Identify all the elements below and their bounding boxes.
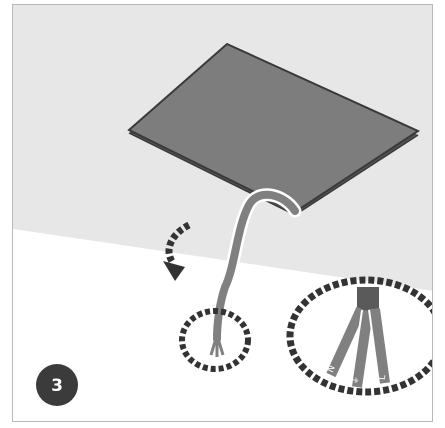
wire-end-highlight-small xyxy=(179,308,251,372)
wire-label-earth: ⏚ xyxy=(349,375,361,386)
power-cable xyxy=(209,188,302,357)
wire-n: N xyxy=(324,306,368,378)
curved-rotate-arrow-icon xyxy=(163,221,191,281)
wire-label-l: L xyxy=(378,374,389,380)
cable-sheath-end xyxy=(357,287,379,313)
ceiling-panel-illustration: N ⏚ L 3 xyxy=(13,5,432,406)
ceiling-panel xyxy=(127,42,421,216)
wire-end-highlight-large xyxy=(286,276,432,396)
wire-detail-zoom: N ⏚ L xyxy=(286,276,432,396)
wire-l: L xyxy=(368,308,392,384)
step-number: 3 xyxy=(51,376,63,396)
wire-earth: ⏚ xyxy=(349,309,375,389)
step-number-badge: 3 xyxy=(36,364,78,406)
illustration-frame: N ⏚ L 3 xyxy=(12,4,433,422)
wire-label-n: N xyxy=(326,364,338,374)
